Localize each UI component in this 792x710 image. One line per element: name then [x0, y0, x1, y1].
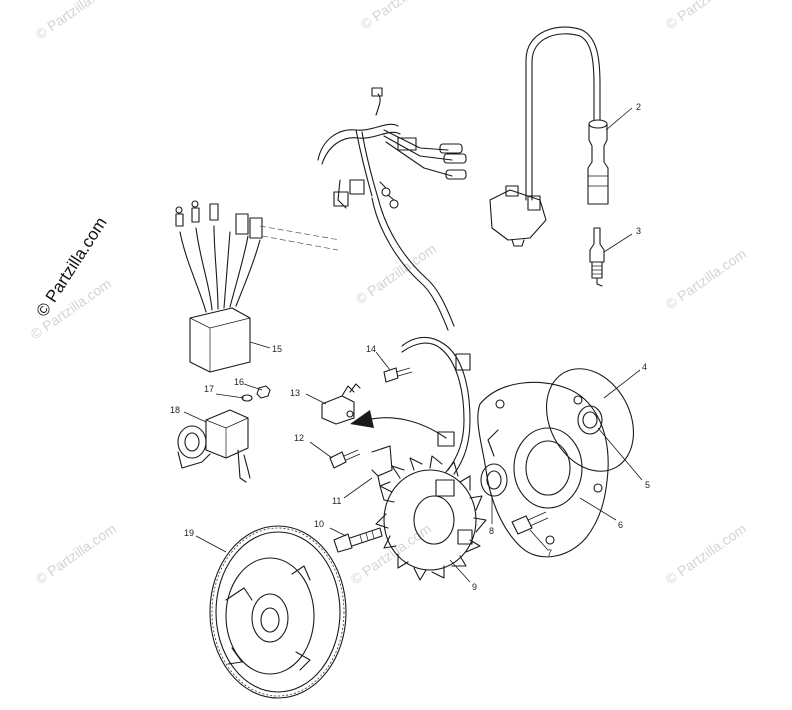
leader-lines — [183, 107, 643, 583]
ignition-coil-assembly[interactable] — [489, 26, 601, 247]
cdi-box[interactable] — [175, 200, 263, 373]
callout-number: 4 — [642, 362, 647, 372]
callout-number: 15 — [272, 344, 282, 354]
callout-number: 16 — [234, 377, 244, 387]
leader-line — [261, 235, 339, 251]
bolt[interactable] — [333, 527, 383, 553]
pulser-coil[interactable] — [321, 383, 361, 425]
callout-number: 19 — [184, 528, 194, 538]
callout-number: 3 — [636, 226, 641, 236]
watermark: © Partzilla.com — [663, 520, 749, 587]
voltage-regulator[interactable] — [177, 409, 251, 483]
spark-plug[interactable] — [589, 227, 605, 287]
callout-number: 11 — [332, 496, 341, 506]
callout-number: 13 — [290, 388, 300, 398]
callout-number: 14 — [366, 344, 376, 354]
leader-line — [259, 225, 341, 241]
wire-clamp[interactable] — [371, 445, 393, 487]
watermark: © Partzilla.com — [33, 0, 119, 42]
callout-number: 10 — [314, 519, 324, 529]
callout-number: 18 — [170, 405, 180, 415]
callout-number: 12 — [294, 433, 304, 443]
callout-number: 5 — [645, 480, 650, 490]
callout-number: 8 — [489, 526, 494, 536]
o-ring[interactable] — [529, 354, 650, 487]
seal[interactable] — [577, 405, 603, 435]
callout-number: 7 — [547, 548, 552, 558]
screw[interactable] — [383, 367, 413, 383]
watermark: © Partzilla.com — [663, 245, 749, 312]
callout-number: 17 — [204, 384, 214, 394]
screw[interactable] — [329, 449, 361, 469]
magneto-housing[interactable] — [477, 381, 609, 558]
nut[interactable] — [256, 385, 271, 399]
flywheel[interactable] — [209, 525, 347, 699]
watermark: © Partzilla.com — [33, 520, 119, 587]
callout-number: 2 — [636, 102, 641, 112]
callout-number: 9 — [472, 582, 477, 592]
stator-lead-wire — [401, 342, 465, 471]
wiring-harness[interactable] — [317, 87, 467, 331]
callout-number: 6 — [618, 520, 623, 530]
watermark: © Partzilla.com — [663, 0, 749, 32]
stator-lead-wire — [401, 336, 471, 475]
bolt[interactable] — [511, 511, 549, 535]
connector — [437, 431, 455, 447]
spark-plug-cap[interactable] — [587, 119, 609, 205]
callout-labels: 2 3 4 5 6 7 8 9 10 11 12 13 14 15 16 17 … — [170, 102, 650, 592]
connector — [455, 353, 471, 371]
watermark: © Partzilla.com — [358, 0, 444, 32]
direction-arrow-icon — [350, 410, 447, 439]
oil-seal[interactable] — [480, 463, 508, 497]
stator[interactable] — [375, 455, 487, 581]
watermark: © Partzilla.com — [353, 240, 439, 307]
